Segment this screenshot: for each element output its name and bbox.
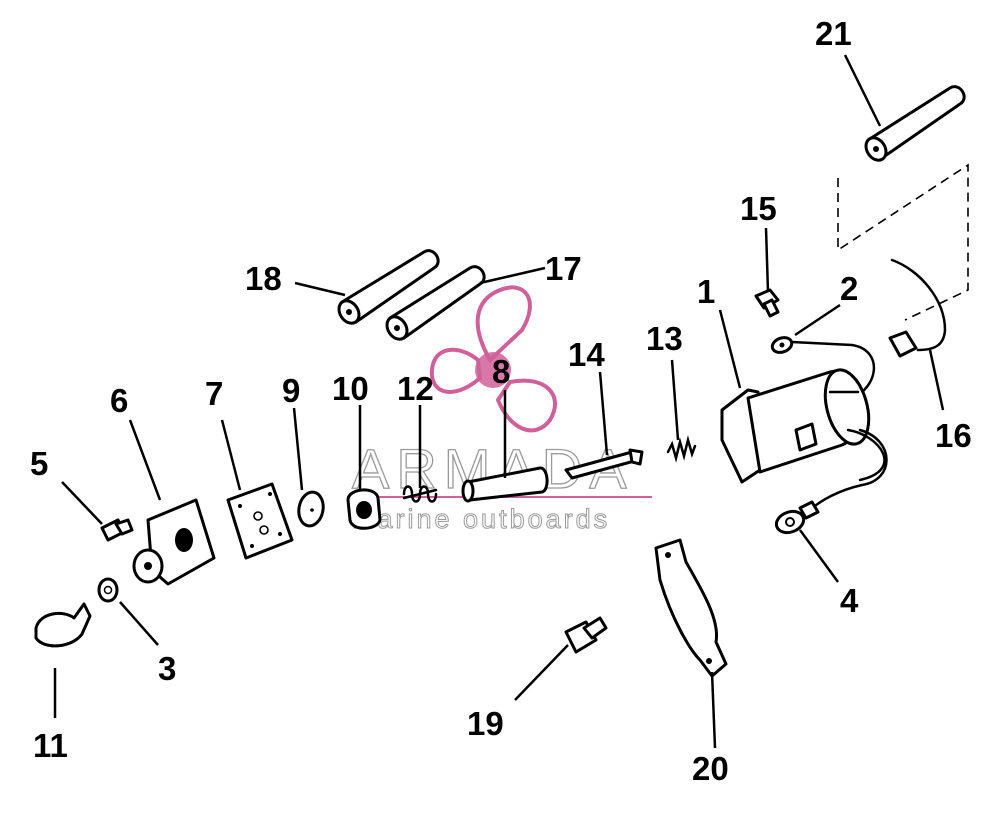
part-7-gasket	[226, 482, 294, 560]
part-3-washer	[97, 577, 119, 603]
callout-4: 4	[840, 582, 859, 619]
callout-7: 7	[205, 375, 223, 412]
callout-2: 2	[840, 270, 858, 307]
callout-17: 17	[545, 250, 582, 287]
callout-5: 5	[30, 445, 48, 482]
callout-18: 18	[245, 260, 282, 297]
callout-6: 6	[110, 382, 128, 419]
part-13-spring	[666, 435, 697, 463]
part-17-sleeve	[385, 265, 486, 341]
part-4-wire-terminal	[774, 428, 888, 535]
part-16-wire	[888, 258, 947, 358]
part-14-plunger	[564, 448, 644, 480]
dashed-outline	[837, 163, 969, 321]
propeller-logo-icon	[429, 285, 557, 433]
part-10-nut	[346, 488, 382, 530]
part-18-sleeve	[337, 249, 440, 325]
part-9-washer	[297, 490, 325, 528]
leader-lines	[53, 54, 945, 749]
callout-16: 16	[935, 417, 972, 454]
callout-12: 12	[397, 370, 434, 407]
callout-10: 10	[332, 370, 369, 407]
part-15-screw	[754, 288, 780, 318]
callout-13: 13	[646, 320, 683, 357]
part-8-plunger-cylinder	[461, 466, 549, 503]
callout-19: 19	[467, 705, 504, 742]
callout-9: 9	[282, 372, 300, 409]
part-21-sleeve	[864, 85, 966, 162]
callout-21: 21	[815, 15, 852, 52]
part-12-spring	[402, 485, 438, 503]
watermark-tagline: marine outboards	[352, 504, 610, 534]
part-19-screw	[564, 616, 608, 654]
callout-20: 20	[692, 750, 729, 787]
callout-14: 14	[568, 336, 605, 373]
callout-8: 8	[492, 353, 510, 390]
part-5-screw	[100, 518, 134, 542]
callout-11: 11	[33, 727, 68, 764]
callout-15: 15	[740, 190, 777, 227]
part-11-boot	[34, 602, 92, 648]
callout-labels: 1 2 3 4 5 6 7 8 9 10 11 12 13 14 15 16 1…	[30, 15, 972, 787]
part-6-cover	[132, 498, 216, 586]
callout-1: 1	[697, 273, 715, 310]
callout-3: 3	[158, 650, 176, 687]
part-20-bracket	[654, 538, 728, 678]
part-1-solenoid	[720, 368, 886, 484]
